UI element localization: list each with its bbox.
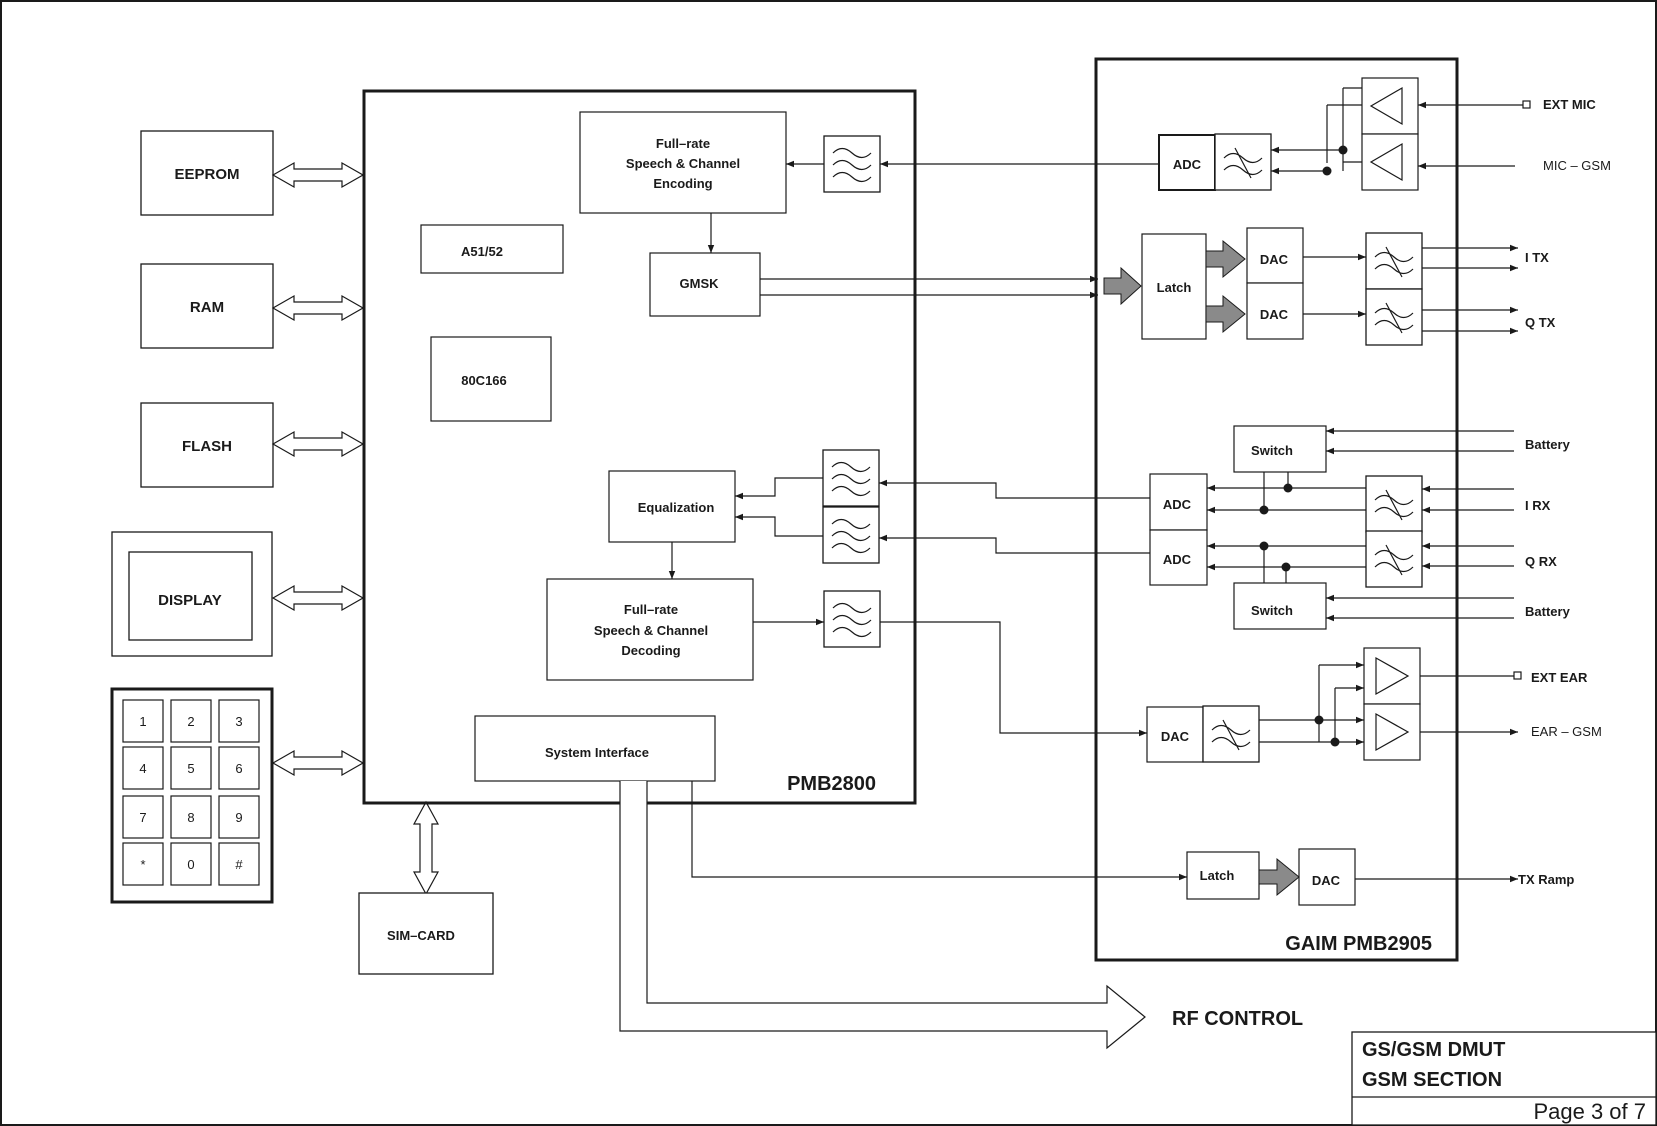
terminals (1513, 100, 1531, 680)
key-0: 0 (170, 842, 212, 886)
q-tx-label: Q TX (1525, 315, 1556, 330)
ram-label: RAM (190, 299, 224, 316)
filter-itx (1365, 232, 1423, 290)
tx-ramp-label: TX Ramp (1518, 872, 1574, 887)
page-number: Page 3 of 7 (1533, 1099, 1646, 1124)
filter-decode (823, 590, 881, 648)
ram-block: RAM (140, 263, 274, 349)
system-interface-label: System Interface (545, 745, 649, 760)
eeprom-label: EEPROM (174, 166, 239, 183)
battery-bottom-label: Battery (1525, 604, 1571, 619)
latch-ramp-label: Latch (1200, 868, 1235, 883)
filter-ear (1202, 705, 1260, 763)
encoder-line2: Speech & Channel (626, 156, 740, 171)
key-1: 1 (122, 699, 164, 743)
rf-control-label: RF CONTROL (1172, 1008, 1303, 1030)
equalization-label: Equalization (638, 500, 715, 515)
ear-gsm-label: EAR – GSM (1531, 724, 1602, 739)
decoder-line3: Decoding (621, 643, 680, 658)
flash-block: FLASH (140, 402, 274, 488)
gmsk-label: GMSK (680, 276, 720, 291)
dac-qtx-label: DAC (1260, 307, 1289, 322)
filter-qtx (1365, 288, 1423, 346)
svg-text:*: * (140, 857, 145, 872)
svg-text:5: 5 (187, 761, 194, 776)
key-4: 4 (122, 746, 164, 790)
eeprom-block: EEPROM (140, 130, 274, 216)
gaim-label: GAIM PMB2905 (1285, 933, 1432, 955)
latch-tx-label: Latch (1157, 280, 1192, 295)
filter-irx (1365, 475, 1423, 533)
key-3: 3 (218, 699, 260, 743)
svg-text:1: 1 (139, 714, 146, 729)
filter-encode (823, 135, 881, 193)
adc-qrx-label: ADC (1163, 552, 1192, 567)
junction-dots (1259, 145, 1348, 747)
svg-text:6: 6 (235, 761, 242, 776)
key-star: * (122, 842, 164, 886)
amp-ear-gsm-icon (1375, 712, 1410, 752)
decoder-line2: Speech & Channel (594, 623, 708, 638)
display-label: DISPLAY (158, 592, 222, 609)
svg-text:3: 3 (235, 714, 242, 729)
svg-text:#: # (235, 857, 243, 872)
svg-text:2: 2 (187, 714, 194, 729)
decoder-line1: Full–rate (624, 602, 678, 617)
encoder-line1: Full–rate (656, 136, 710, 151)
grey-bus-arrows (1103, 239, 1300, 897)
a51-label: A51/52 (461, 244, 503, 259)
key-2: 2 (170, 699, 212, 743)
pmb2800-label: PMB2800 (787, 773, 876, 795)
battery-top-label: Battery (1525, 437, 1571, 452)
key-6: 6 (218, 746, 260, 790)
amp-ext-mic-icon (1369, 86, 1403, 126)
bus-arrows-left (271, 161, 440, 896)
switch-top-label: Switch (1251, 443, 1293, 458)
signal-lines (668, 87, 1523, 883)
svg-text:0: 0 (187, 857, 194, 872)
svg-text:4: 4 (139, 761, 146, 776)
amp-mic-gsm-icon (1369, 142, 1403, 182)
filter-rx-q (822, 506, 880, 564)
key-hash: # (218, 842, 260, 886)
signal-labels: EXT MIC MIC – GSM I TX Q TX Battery I RX… (1518, 97, 1611, 887)
adc-irx-label: ADC (1163, 497, 1192, 512)
svg-text:9: 9 (235, 810, 242, 825)
dac-ramp-label: DAC (1312, 873, 1341, 888)
filter-mic (1214, 133, 1272, 191)
title-block: GS/GSM DMUT GSM SECTION Page 3 of 7 (1351, 1031, 1657, 1126)
keypad: 1 2 3 4 5 6 7 8 9 * 0 # (110, 687, 274, 904)
encoder-line3: Encoding (653, 176, 712, 191)
mic-gsm-label: MIC – GSM (1543, 158, 1611, 173)
q-rx-label: Q RX (1525, 554, 1557, 569)
display-block: DISPLAY (111, 531, 273, 657)
cpu-label: 80C166 (461, 373, 507, 388)
ext-mic-label: EXT MIC (1543, 97, 1596, 112)
filter-qrx (1365, 530, 1423, 588)
key-7: 7 (122, 795, 164, 839)
i-tx-label: I TX (1525, 250, 1549, 265)
pmb2800-chip: PMB2800 A51/52 80C166 Full–rate Speech &… (362, 89, 917, 805)
sim-card-block: SIM–CARD (358, 892, 494, 975)
key-5: 5 (170, 746, 212, 790)
dac-itx-label: DAC (1260, 252, 1289, 267)
key-8: 8 (170, 795, 212, 839)
sim-card-label: SIM–CARD (387, 928, 455, 943)
rf-control-bus: RF CONTROL (619, 781, 1303, 1050)
gaim-chip: GAIM PMB2905 ADC Latch DAC DAC Switch Sw… (1094, 57, 1459, 962)
dac-ear-label: DAC (1161, 729, 1190, 744)
adc-mic-label: ADC (1173, 157, 1202, 172)
key-9: 9 (218, 795, 260, 839)
svg-text:8: 8 (187, 810, 194, 825)
title-line2: GSM SECTION (1362, 1069, 1502, 1091)
filter-rx-i (822, 449, 880, 507)
ext-ear-label: EXT EAR (1531, 670, 1588, 685)
amp-ext-ear-icon (1375, 656, 1410, 696)
switch-bottom-label: Switch (1251, 603, 1293, 618)
svg-text:7: 7 (139, 810, 146, 825)
title-line1: GS/GSM DMUT (1362, 1039, 1505, 1061)
flash-label: FLASH (182, 438, 232, 455)
i-rx-label: I RX (1525, 498, 1551, 513)
